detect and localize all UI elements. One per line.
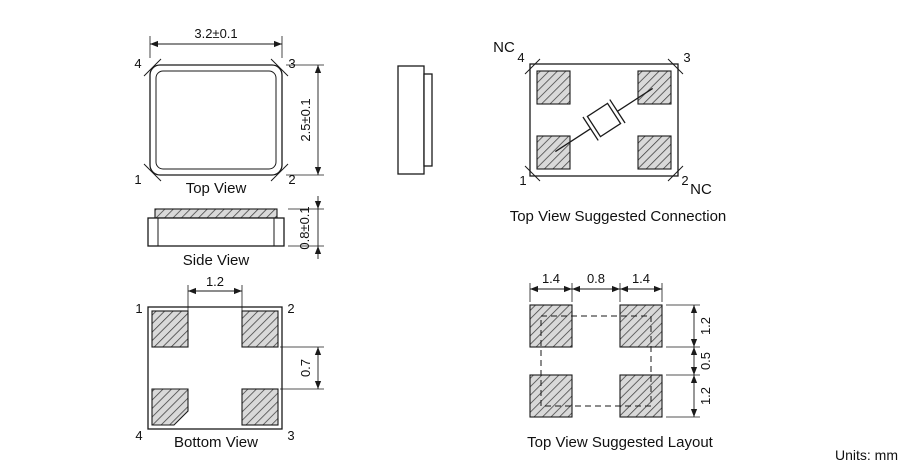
nc-label-top: NC [493, 39, 515, 56]
layout-horizontal-dimensions: 1.4 0.8 1.4 [529, 271, 663, 302]
side-view-caption: Side View [183, 252, 250, 269]
side-view-thickness-dimension: 0.8±0.1 [288, 196, 324, 259]
layout-pad-top-left [529, 304, 573, 348]
bottom-view-gap-x-dimension: 1.2 [187, 274, 243, 311]
layout-dim-bottom-pad-text: 1.2 [698, 387, 713, 405]
bottom-view-pin-2-label: 2 [287, 301, 294, 316]
nc-label-bottom: NC [690, 181, 712, 198]
layout-package-outline-dashed [540, 315, 652, 407]
connection-pad-3 [637, 70, 672, 105]
top-view-width-dim-text: 3.2±0.1 [194, 26, 237, 41]
bottom-view-pin-3-label: 3 [287, 428, 294, 443]
bottom-view-caption: Bottom View [174, 434, 258, 451]
side-profile-lid [423, 73, 433, 167]
layout-dim-mid-gap-text: 0.5 [698, 352, 713, 370]
connection-corner-marks [524, 58, 684, 182]
top-view-caption: Top View [186, 180, 247, 197]
top-view-height-dim-text: 2.5±0.1 [298, 98, 313, 141]
layout-pad-bottom-left [529, 374, 573, 418]
top-view-pin-3-label: 3 [288, 56, 295, 71]
bottom-view-pad-4-chamfered [151, 388, 189, 426]
connection-pin-3-label: 3 [683, 50, 690, 65]
side-view-lid [154, 208, 278, 219]
top-view-lid-outline [155, 70, 277, 170]
bottom-view-pin-4-label: 4 [135, 428, 142, 443]
bottom-view-pad-2 [241, 310, 279, 348]
connection-pin-1-label: 1 [519, 173, 526, 188]
top-view-height-dimension: 2.5±0.1 [286, 64, 324, 176]
side-profile-small [397, 65, 433, 175]
bottom-view-gap-x-dim-text: 1.2 [206, 274, 224, 289]
layout-dim-top-pad-text: 1.2 [698, 317, 713, 335]
bottom-view-pad-3 [241, 388, 279, 426]
connection-pad-2 [637, 135, 672, 170]
bottom-view-gap-y-dimension: 0.7 [280, 346, 324, 390]
connection-pad-1 [536, 135, 571, 170]
bottom-view-pin-1-label: 1 [135, 301, 142, 316]
top-view-width-dimension: 3.2±0.1 [149, 26, 283, 58]
top-view-pin-1-label: 1 [134, 172, 141, 187]
layout-caption: Top View Suggested Layout [527, 434, 714, 451]
side-view: 0.8±0.1 Side View [147, 196, 324, 269]
connection-pin-2-label: 2 [681, 173, 688, 188]
bottom-view-pad-1 [151, 310, 189, 348]
bottom-view: 1.2 0.7 1 2 4 3 Bottom View [135, 274, 324, 451]
layout-pad-bottom-right [619, 374, 663, 418]
top-view-pin-4-label: 4 [134, 56, 141, 71]
crystal-symbol [555, 87, 653, 153]
top-view: 3.2±0.1 2.5±0.1 4 3 1 2 Top View [134, 26, 324, 197]
connection-caption: Top View Suggested Connection [510, 208, 727, 225]
side-view-terminal-lines [157, 218, 275, 246]
top-view-package-outline [149, 64, 283, 176]
top-view-corner-marks [143, 58, 289, 182]
side-view-body [147, 217, 285, 247]
side-view-thickness-dim-text: 0.8±0.1 [297, 206, 312, 249]
top-view-pin-2-label: 2 [288, 172, 295, 187]
connection-pin-4-label: 4 [517, 50, 524, 65]
layout-dim-left-pad-text: 1.4 [542, 271, 560, 286]
side-profile-body [397, 65, 425, 175]
units-note: Units: mm [835, 447, 898, 463]
bottom-view-gap-y-dim-text: 0.7 [298, 359, 313, 377]
suggested-connection: NC NC 4 3 1 2 Top View Suggested Connect… [493, 39, 726, 225]
layout-dim-gap-text: 0.8 [587, 271, 605, 286]
connection-pad-4 [536, 70, 571, 105]
layout-pad-top-right [619, 304, 663, 348]
layout-vertical-dimensions: 1.2 0.5 1.2 [666, 304, 713, 418]
layout-dim-right-pad-text: 1.4 [632, 271, 650, 286]
suggested-layout: 1.4 0.8 1.4 1.2 0.5 1.2 Top View Suggest… [527, 271, 714, 451]
